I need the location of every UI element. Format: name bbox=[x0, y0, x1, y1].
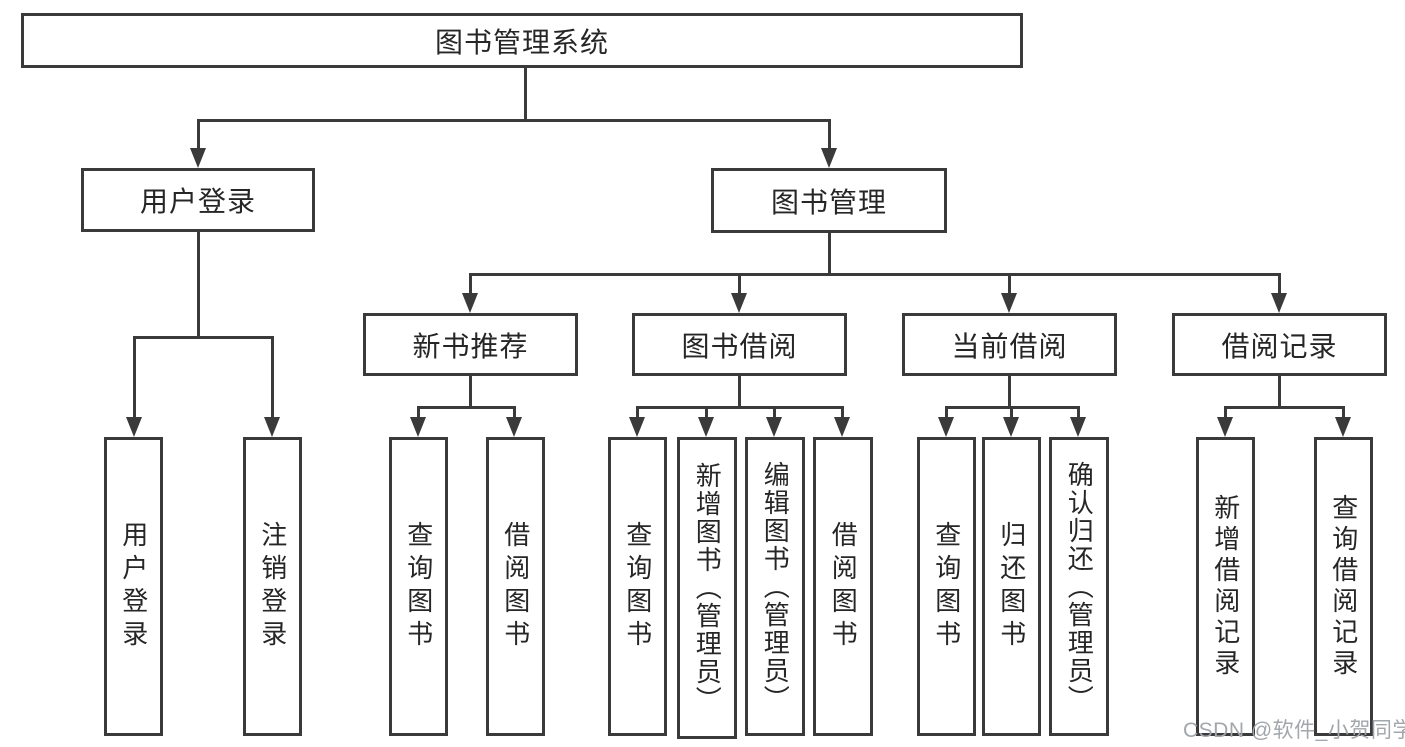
horizontal-line bbox=[469, 273, 1281, 276]
arrow-down-icon bbox=[821, 148, 837, 168]
vertical-line bbox=[1278, 273, 1281, 298]
arrow-down-icon bbox=[264, 417, 280, 437]
vertical-line bbox=[469, 376, 472, 406]
horizontal-line bbox=[417, 406, 516, 409]
vertical-line bbox=[773, 406, 776, 420]
arrow-down-icon bbox=[834, 417, 850, 437]
arrow-down-icon bbox=[410, 417, 426, 437]
vertical-line bbox=[828, 233, 831, 273]
vertical-line bbox=[271, 336, 274, 421]
node-label: 借阅记录 bbox=[1221, 330, 1338, 362]
node-label: 图书管理系统 bbox=[434, 26, 609, 58]
leaf-label: 新增图书（管理员） bbox=[692, 462, 723, 714]
leaf-add-borrow-record: 新增借阅记录 bbox=[1196, 437, 1255, 736]
leaf-label: 归还图书 bbox=[996, 520, 1027, 653]
leaf-label: 新增借阅记录 bbox=[1210, 493, 1241, 680]
leaf-user-login: 用户登录 bbox=[104, 437, 163, 736]
vertical-line bbox=[705, 406, 708, 420]
node-borrowing-records: 借阅记录 bbox=[1172, 313, 1387, 376]
node-new-book-recommend: 新书推荐 bbox=[363, 313, 578, 376]
node-user-login: 用户登录 bbox=[81, 168, 315, 232]
node-label: 用户登录 bbox=[139, 186, 256, 217]
node-label: 图书借阅 bbox=[681, 330, 798, 362]
leaf-label: 注销登录 bbox=[257, 520, 288, 653]
vertical-line bbox=[1278, 376, 1281, 406]
arrow-down-icon bbox=[506, 417, 522, 437]
horizontal-line bbox=[636, 406, 843, 409]
arrow-down-icon bbox=[190, 148, 206, 168]
leaf-confirm-return-admin: 确认归还（管理员） bbox=[1049, 437, 1109, 736]
vertical-line bbox=[197, 232, 200, 336]
leaf-label: 编辑图书（管理员） bbox=[760, 460, 791, 713]
leaf-label: 确认归还（管理员） bbox=[1064, 460, 1095, 713]
node-book-borrowing: 图书借阅 bbox=[632, 313, 847, 376]
leaf-label: 查询图书 bbox=[403, 520, 434, 653]
csdn-watermark: CSDN @软件_小贺同学 bbox=[1183, 719, 1405, 742]
leaf-borrow-books: 借阅图书 bbox=[813, 437, 873, 736]
node-label: 新书推荐 bbox=[412, 330, 529, 362]
arrow-down-icon bbox=[766, 417, 782, 437]
vertical-line bbox=[417, 406, 420, 420]
vertical-line bbox=[1342, 406, 1345, 420]
vertical-line bbox=[636, 406, 639, 420]
leaf-query-borrow-record: 查询借阅记录 bbox=[1314, 437, 1373, 736]
leaf-label: 查询图书 bbox=[622, 520, 653, 653]
leaf-borrow-books-recommend: 借阅图书 bbox=[486, 437, 545, 736]
arrow-down-icon bbox=[1003, 417, 1019, 437]
leaf-label: 借阅图书 bbox=[828, 520, 859, 653]
leaf-label: 用户登录 bbox=[118, 520, 149, 653]
arrow-down-icon bbox=[629, 417, 645, 437]
vertical-line bbox=[1224, 406, 1227, 420]
arrow-down-icon bbox=[938, 417, 954, 437]
leaf-query-books-recommend: 查询图书 bbox=[389, 437, 448, 736]
arrow-down-icon bbox=[731, 293, 747, 313]
vertical-line bbox=[945, 406, 948, 420]
leaf-label: 查询图书 bbox=[931, 520, 962, 653]
node-current-borrowing: 当前借阅 bbox=[902, 313, 1117, 376]
node-label: 当前借阅 bbox=[951, 330, 1068, 362]
vertical-line bbox=[524, 68, 527, 119]
leaf-query-books-current: 查询图书 bbox=[917, 437, 976, 736]
vertical-line bbox=[1008, 376, 1011, 406]
leaf-add-books-admin: 新增图书（管理员） bbox=[677, 437, 737, 739]
leaf-query-books-borrowing: 查询图书 bbox=[608, 437, 667, 736]
node-library-management-system: 图书管理系统 bbox=[21, 13, 1023, 68]
horizontal-line bbox=[133, 336, 274, 339]
node-label: 图书管理 bbox=[770, 186, 887, 218]
leaf-edit-books-admin: 编辑图书（管理员） bbox=[745, 437, 805, 736]
vertical-line bbox=[197, 119, 200, 152]
vertical-line bbox=[828, 119, 831, 152]
vertical-line bbox=[1008, 273, 1011, 298]
vertical-line bbox=[738, 376, 741, 406]
node-book-management: 图书管理 bbox=[711, 168, 947, 233]
leaf-label: 查询借阅记录 bbox=[1328, 493, 1359, 680]
vertical-line bbox=[469, 273, 472, 298]
vertical-line bbox=[738, 273, 741, 298]
vertical-line bbox=[841, 406, 844, 420]
leaf-logout: 注销登录 bbox=[243, 437, 302, 736]
arrow-down-icon bbox=[462, 293, 478, 313]
arrow-down-icon bbox=[126, 417, 142, 437]
arrow-down-icon bbox=[1001, 293, 1017, 313]
arrow-down-icon bbox=[1217, 417, 1233, 437]
arrow-down-icon bbox=[698, 417, 714, 437]
leaf-label: 借阅图书 bbox=[500, 520, 531, 653]
vertical-line bbox=[133, 336, 136, 421]
arrow-down-icon bbox=[1070, 417, 1086, 437]
arrow-down-icon bbox=[1335, 417, 1351, 437]
horizontal-line bbox=[1224, 406, 1344, 409]
leaf-return-books: 归还图书 bbox=[982, 437, 1041, 736]
arrow-down-icon bbox=[1271, 293, 1287, 313]
vertical-line bbox=[1077, 406, 1080, 420]
horizontal-line bbox=[197, 119, 831, 122]
vertical-line bbox=[1010, 406, 1013, 420]
vertical-line bbox=[513, 406, 516, 420]
